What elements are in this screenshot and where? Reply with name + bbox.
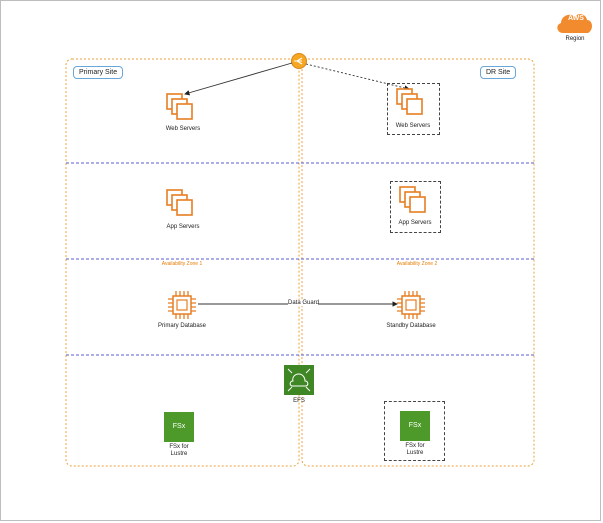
dataguard-label: Data Guard <box>288 300 320 306</box>
fsx-primary-icon-text: FSx <box>172 423 186 430</box>
edge-lb-to-web-dr <box>305 63 410 91</box>
fsx-dr-group <box>384 401 445 461</box>
aws-cloud-text: AWS <box>568 15 584 22</box>
primary-database-label: Primary Database <box>157 323 207 329</box>
app-servers-primary-label: App Servers <box>166 224 200 230</box>
app-servers-dr-group <box>390 181 441 233</box>
primary-database-icon <box>167 290 197 320</box>
fsx-primary-icon <box>164 412 194 442</box>
standby-database-label: Standby Database <box>386 323 436 329</box>
web-servers-dr-label: Web Servers <box>395 123 431 129</box>
app-servers-dr-label: App Servers <box>398 220 432 226</box>
edge-lb-to-web-primary <box>184 62 293 96</box>
dr-site-label: DR Site <box>480 66 517 79</box>
region-label: Region <box>565 36 585 42</box>
web-servers-primary-label: Web Servers <box>165 126 201 132</box>
load-balancer-icon <box>291 53 307 69</box>
fsx-dr-icon-text: FSx <box>408 422 422 429</box>
aws-cloud-icon <box>557 14 593 33</box>
fsx-primary-label-line1: FSx for <box>169 444 189 450</box>
efs-label: EFS <box>293 398 305 404</box>
primary-site-label: Primary Site <box>73 66 124 79</box>
fsx-dr-label-line2: Lustre <box>406 450 424 456</box>
web-servers-dr-group <box>387 83 440 135</box>
fsx-dr-icon <box>400 411 430 441</box>
availability-zone-1-box <box>65 58 300 467</box>
standby-database-icon <box>396 290 426 320</box>
efs-icon <box>284 365 314 395</box>
fsx-primary-label-line2: Lustre <box>170 451 188 457</box>
availability-zone-1-label: Availability Zone 1 <box>161 261 203 267</box>
web-servers-primary-icon <box>166 93 193 120</box>
fsx-dr-label-line1: FSx for <box>405 443 425 449</box>
availability-zone-2-label: Availability Zone 2 <box>396 261 438 267</box>
app-servers-primary-icon <box>166 189 193 216</box>
availability-zone-2-box <box>301 58 535 467</box>
